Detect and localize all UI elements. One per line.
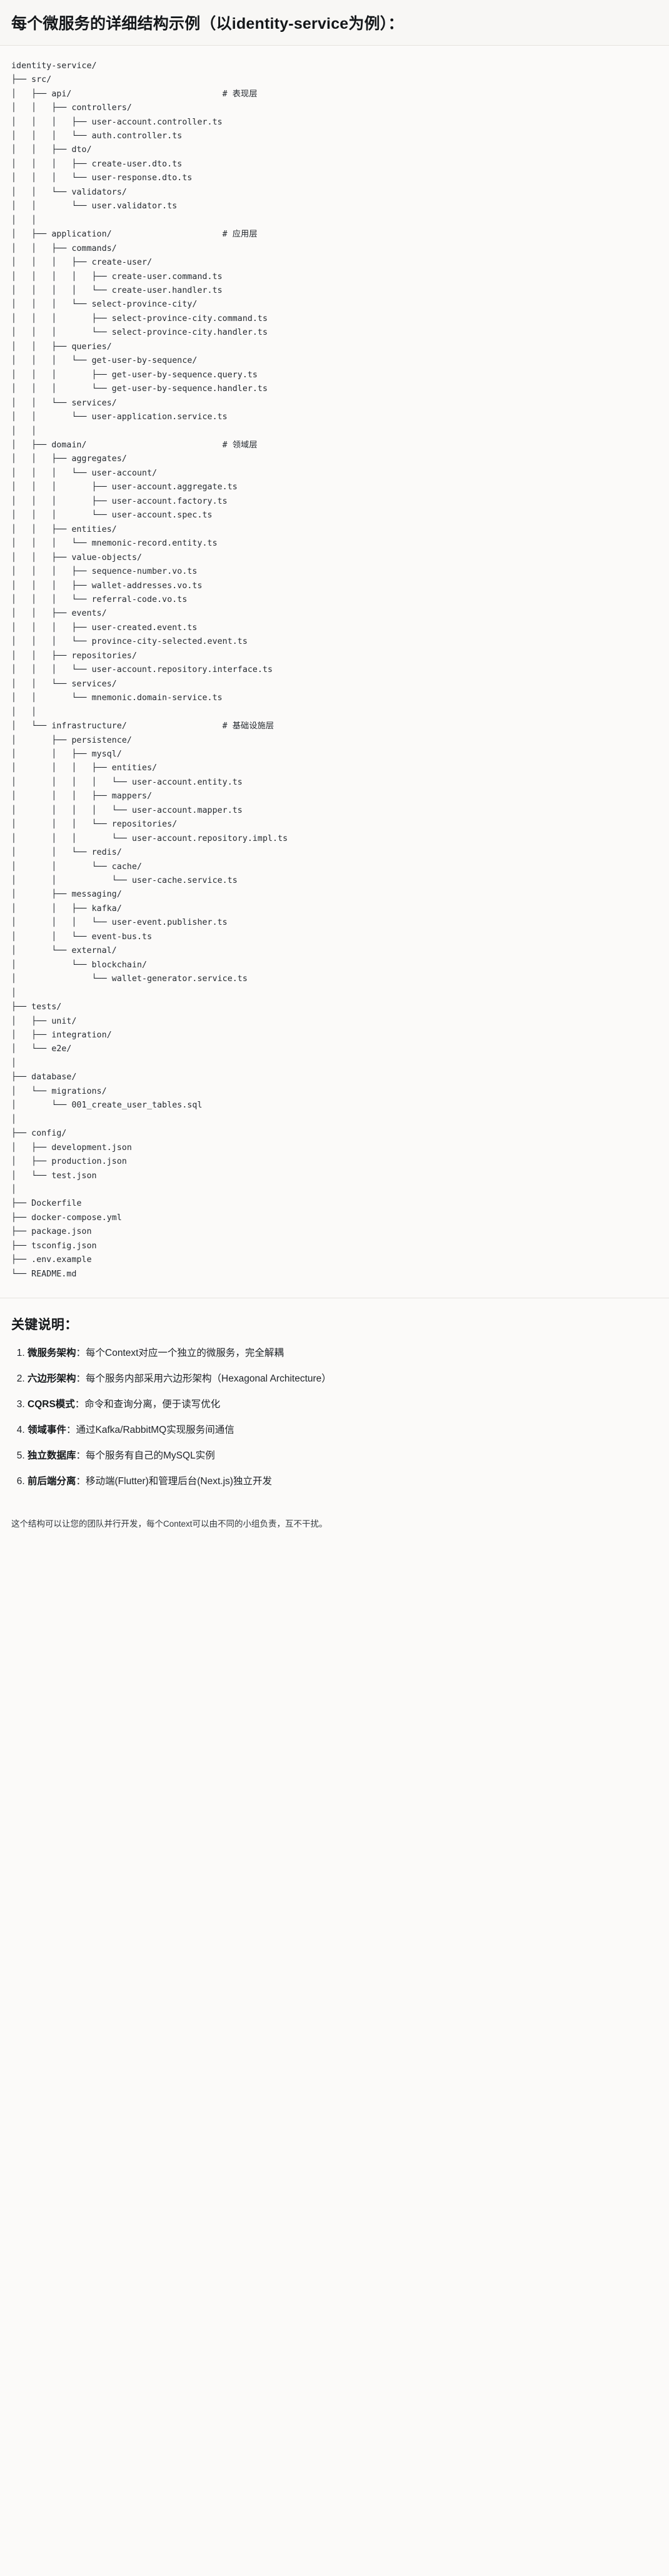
page-title: 每个微服务的详细结构示例（以identity-service为例）： [11,15,404,33]
key-notes-list: 微服务架构：每个Context对应一个独立的微服务，完全解耦 六边形架构：每个服… [11,1346,658,1489]
note-body: ：每个服务有自己的MySQL实例 [76,1450,215,1462]
note-term: CQRS模式 [28,1399,75,1410]
note-term: 前后端分离 [28,1476,76,1487]
directory-tree: identity-service/ ├── src/ │ ├── api/ # … [11,61,288,1279]
list-item: 领域事件：通过Kafka/RabbitMQ实现服务间通信 [28,1423,658,1438]
note-term: 领域事件 [28,1425,67,1436]
list-item: CQRS模式：命令和查询分离，便于读写优化 [28,1397,658,1412]
key-notes-title: 关键说明： [11,1318,78,1333]
closing-remark: 这个结构可以让您的团队并行开发，每个Context可以由不同的小组负责，互不干扰… [0,1511,669,1547]
document-page: 每个微服务的详细结构示例（以identity-service为例）： ident… [0,0,669,1547]
directory-tree-block: identity-service/ ├── src/ │ ├── api/ # … [0,45,669,1298]
key-notes-block: 关键说明： 微服务架构：每个Context对应一个独立的微服务，完全解耦 六边形… [0,1298,669,1512]
note-body: ：通过Kafka/RabbitMQ实现服务间通信 [66,1425,234,1436]
note-body: ：每个服务内部采用六边形架构（Hexagonal Architecture） [76,1373,331,1385]
note-body: ：移动端(Flutter)和管理后台(Next.js)独立开发 [76,1476,272,1487]
list-item: 六边形架构：每个服务内部采用六边形架构（Hexagonal Architectu… [28,1372,658,1387]
note-body: ：每个Context对应一个独立的微服务，完全解耦 [76,1348,284,1359]
note-term: 微服务架构 [28,1348,76,1359]
note-term: 独立数据库 [28,1450,76,1462]
note-body: ：命令和查询分离，便于读写优化 [74,1399,221,1410]
list-item: 前后端分离：移动端(Flutter)和管理后台(Next.js)独立开发 [28,1474,658,1489]
list-item: 微服务架构：每个Context对应一个独立的微服务，完全解耦 [28,1346,658,1361]
document-header: 每个微服务的详细结构示例（以identity-service为例）： [0,0,669,46]
list-item: 独立数据库：每个服务有自己的MySQL实例 [28,1448,658,1464]
note-term: 六边形架构 [28,1373,76,1385]
